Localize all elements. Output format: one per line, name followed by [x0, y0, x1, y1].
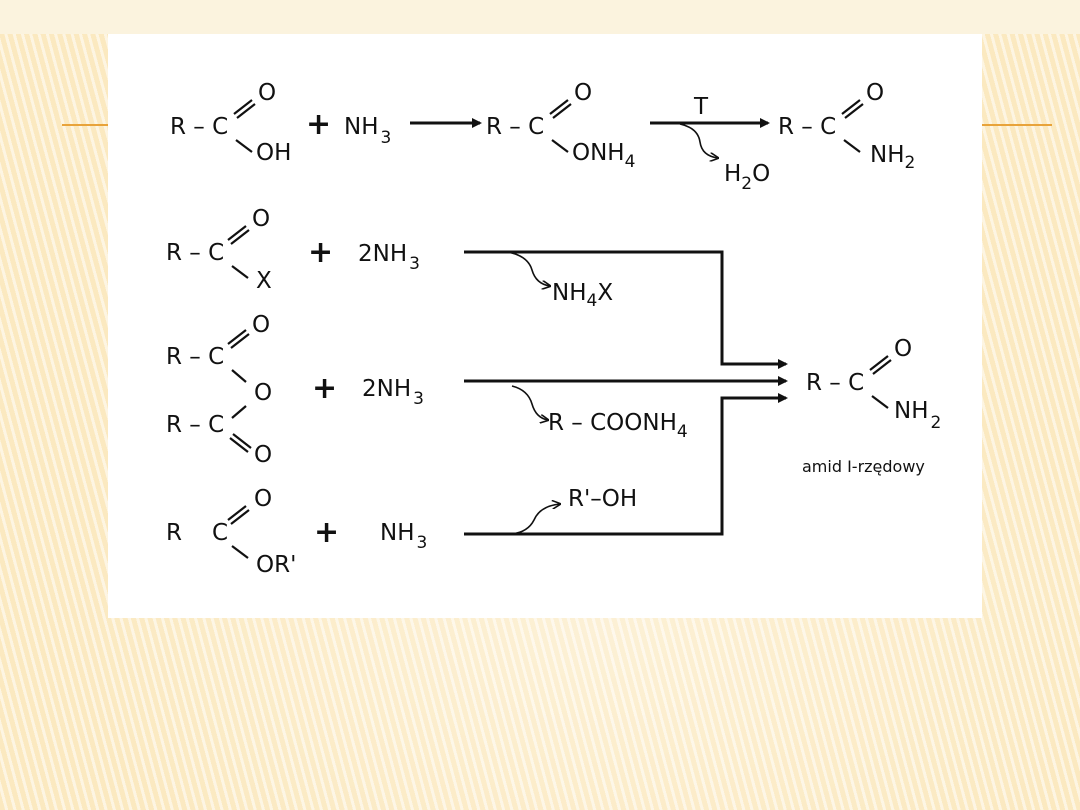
- accent-line-left: [62, 124, 108, 126]
- plus-sign: +: [306, 107, 331, 142]
- amide-top-single-bond: [843, 139, 861, 153]
- water-h: H: [724, 161, 741, 187]
- water-subscript: 2: [741, 174, 752, 194]
- water-o: O: [752, 161, 770, 187]
- nh3-text-ester: NH: [380, 520, 415, 546]
- ester-or: OR': [256, 552, 296, 578]
- acid-anhydride: R – C O O R – C O: [166, 312, 272, 468]
- acid-single-bond: [235, 139, 253, 153]
- amide-product-top: R – C O NH2: [778, 80, 915, 173]
- onh-text: ONH: [572, 140, 625, 166]
- 2nh3-text-anhydride: 2NH: [362, 376, 411, 402]
- byproduct-alcohol: R'–OH: [568, 486, 637, 512]
- byproduct-nh4x: NH4X: [552, 280, 613, 311]
- onh-subscript: 4: [625, 152, 636, 172]
- water-product: H2O: [724, 161, 770, 194]
- salt-o: O: [574, 80, 592, 106]
- amide-top-subscript: 2: [905, 153, 916, 173]
- amide-top-nh: NH: [870, 142, 905, 168]
- nh3-subscript: 3: [381, 128, 392, 148]
- header-band: [0, 0, 1080, 34]
- anhydride-o-top: O: [252, 312, 270, 338]
- byproduct-rcoonh4: R – COONH4: [548, 410, 688, 442]
- water-side-arrow: [679, 123, 718, 158]
- anhydride-r-c-bottom: R – C: [166, 412, 224, 438]
- nh3-text: NH: [344, 114, 379, 140]
- halide-single-bond: [231, 265, 249, 279]
- halide-r-c: R – C: [166, 240, 224, 266]
- nh3-subscript-ester: 3: [417, 533, 428, 553]
- 2nh3-subscript-anhydride: 3: [413, 389, 424, 409]
- amide-double-bond: [869, 355, 892, 375]
- amide-o: O: [894, 336, 912, 362]
- plus-sign-ester: +: [314, 515, 339, 550]
- amide-top-double-bond: [841, 99, 864, 119]
- acid-r-c: R – C: [170, 114, 228, 140]
- halide-o: O: [252, 206, 270, 232]
- anhydride-double-bond-top: [227, 329, 250, 349]
- 2nh3-text-halide: 2NH: [358, 241, 407, 267]
- amide-nh: NH: [894, 398, 929, 424]
- halide-x: X: [256, 268, 272, 294]
- amide-subscript: 2: [931, 413, 942, 433]
- ester-o: O: [254, 486, 272, 512]
- anhydride-double-bond-bottom: [229, 433, 252, 453]
- salt-single-bond: [551, 139, 569, 153]
- acyl-halide: R – C O X: [166, 206, 272, 294]
- ester-single-bond: [231, 545, 249, 559]
- salt-onh4: ONH4: [572, 140, 635, 172]
- anhydride-bond-bridge-bottom: [231, 405, 247, 419]
- carboxylic-acid: R – C O OH: [170, 80, 291, 166]
- rcoonh-text: R – COONH: [548, 410, 677, 436]
- nh4x-nh: NH: [552, 280, 587, 306]
- amide-single-bond: [871, 395, 889, 409]
- accent-line-right: [982, 124, 1052, 126]
- nh4x-side-arrow: [507, 251, 550, 286]
- amide-top-r-c: R – C: [778, 114, 836, 140]
- 2nh3-subscript-halide: 3: [409, 254, 420, 274]
- anhydride-o-bottom: O: [254, 442, 272, 468]
- acid-oh: OH: [256, 140, 291, 166]
- anhydride-r-c-top: R – C: [166, 344, 224, 370]
- ester: R C O OR': [166, 486, 296, 578]
- amide-top-o: O: [866, 80, 884, 106]
- salt-double-bond: [549, 99, 572, 119]
- ester-double-bond: [227, 505, 250, 525]
- acid-double-bond: [233, 99, 256, 119]
- plus-sign-anhydride: +: [312, 371, 337, 406]
- amide-top-nh2: NH2: [870, 142, 915, 173]
- alcohol-side-arrow: [511, 504, 560, 535]
- anhydride-bond-bridge-top: [231, 369, 247, 383]
- amide-r-c: R – C: [806, 370, 864, 396]
- halide-double-bond: [227, 225, 250, 245]
- plus-sign-halide: +: [308, 235, 333, 270]
- ester-c: C: [212, 520, 228, 546]
- ammonium-salt: R – C O ONH4: [486, 80, 635, 172]
- amide-caption: amid I-rzędowy: [802, 457, 925, 476]
- salt-r-c: R – C: [486, 114, 544, 140]
- nh4x-subscript: 4: [587, 291, 598, 311]
- rcoonh4-side-arrow: [511, 385, 548, 420]
- converge-arrow-ester: [464, 393, 788, 536]
- anhydride-bridge-o: O: [254, 380, 272, 406]
- nh4x-x: X: [597, 280, 613, 306]
- converge-arrow-halide: [464, 250, 788, 369]
- rcoonh-subscript: 4: [677, 422, 688, 442]
- ester-r: R: [166, 520, 182, 546]
- heat-label: T: [693, 94, 709, 120]
- acid-o: O: [258, 80, 276, 106]
